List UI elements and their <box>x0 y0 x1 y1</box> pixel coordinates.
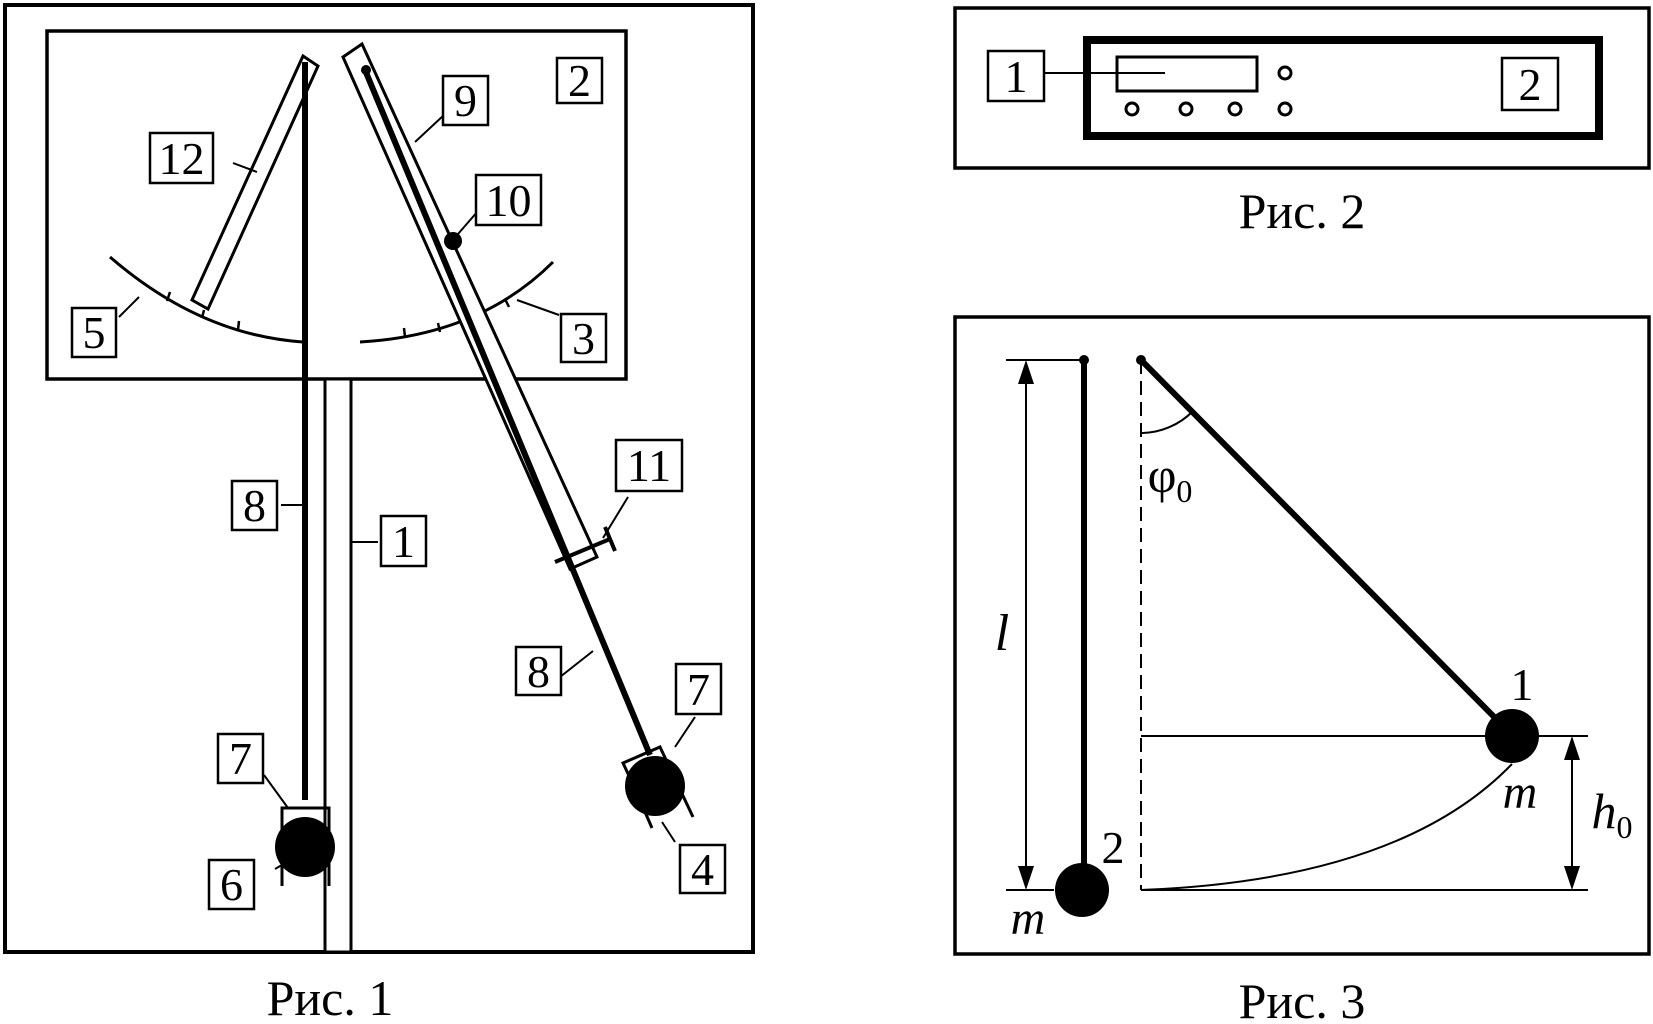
knob <box>1124 101 1140 117</box>
label-8-rod-vertical: 8 <box>243 480 266 531</box>
left-scale-ticks <box>165 291 241 331</box>
label-12-pointer: 12 <box>159 133 205 184</box>
height-symbol: h <box>1592 783 1617 839</box>
height-label: h0 <box>1592 783 1633 845</box>
length-label: l <box>995 605 1009 662</box>
ball-2-mass: m <box>1011 892 1046 945</box>
ball-2-number: 2 <box>1102 822 1125 873</box>
fig1-label-text: 2 12 9 10 5 3 11 8 1 8 7 7 6 4 <box>83 55 715 910</box>
fig2-knobs <box>1124 65 1293 117</box>
fig2-caption: Рис. 2 <box>1239 183 1366 239</box>
figure-1: 2 12 9 10 5 3 11 8 1 8 7 7 6 4 Рис. 1 <box>3 3 755 1024</box>
fig2-label-box-1 <box>986 49 1046 103</box>
fig3-caption: Рис. 3 <box>1239 973 1366 1024</box>
length-dimension <box>1006 359 1084 891</box>
fig1-caption: Рис. 1 <box>267 970 394 1024</box>
fig3-outer-frame <box>953 315 1651 956</box>
label-2-panel: 2 <box>568 55 591 106</box>
angle-arc <box>1140 410 1194 434</box>
pendulum-rod-deflected <box>362 68 653 757</box>
knob <box>1277 101 1293 117</box>
knob <box>1277 65 1293 81</box>
fig3-rod-1 <box>1138 357 1515 738</box>
fig3-ball-1 <box>1485 709 1539 763</box>
angle-label: φ0 <box>1148 447 1193 509</box>
fig1-label-boxes <box>70 56 727 911</box>
height-dimension <box>1564 736 1580 890</box>
fig2-label-2-device: 2 <box>1519 59 1542 110</box>
fig3-pivot-2 <box>1079 355 1089 365</box>
knob <box>1227 101 1243 117</box>
label-8-rod-deflected: 8 <box>527 646 550 697</box>
ball-6 <box>275 817 335 877</box>
fig2-outer-frame <box>953 6 1651 170</box>
label-11-screw: 11 <box>627 440 671 491</box>
angle-subscript: 0 <box>1176 473 1192 509</box>
slider-10 <box>444 232 462 250</box>
fig2-label-1-display: 1 <box>1005 51 1028 102</box>
angle-symbol: φ <box>1148 447 1177 503</box>
fig2-label-box-2 <box>1500 56 1560 112</box>
label-1-stand: 1 <box>392 516 415 567</box>
fig3-pivot-1 <box>1136 355 1146 365</box>
label-7-holder-left: 7 <box>229 733 252 784</box>
label-3-scale: 3 <box>572 313 595 364</box>
figure-3: l 2 m φ0 1 m h0 Рис. 3 <box>953 315 1651 1024</box>
ball-1-mass: m <box>1503 766 1538 819</box>
knob <box>1178 101 1194 117</box>
label-7-holder-right: 7 <box>687 664 710 715</box>
figure-2: 1 2 Рис. 2 <box>953 6 1651 239</box>
pointer-arrow <box>190 53 320 312</box>
label-9-guide: 9 <box>454 75 477 126</box>
label-10-slider: 10 <box>486 175 532 226</box>
label-6-ball: 6 <box>220 859 243 910</box>
rod-top-pin <box>361 65 371 75</box>
fig3-ball-2 <box>1055 863 1109 917</box>
label-4-ball: 4 <box>691 844 714 895</box>
ball-1-number: 1 <box>1511 659 1534 710</box>
label-5-scale: 5 <box>83 307 106 358</box>
fig2-device-body <box>1083 36 1603 140</box>
ball-4 <box>625 756 685 816</box>
swing-arc <box>1140 763 1513 891</box>
fig1-leader-lines <box>118 114 696 870</box>
fig1-outer-frame <box>3 3 755 954</box>
height-subscript: 0 <box>1617 809 1633 845</box>
